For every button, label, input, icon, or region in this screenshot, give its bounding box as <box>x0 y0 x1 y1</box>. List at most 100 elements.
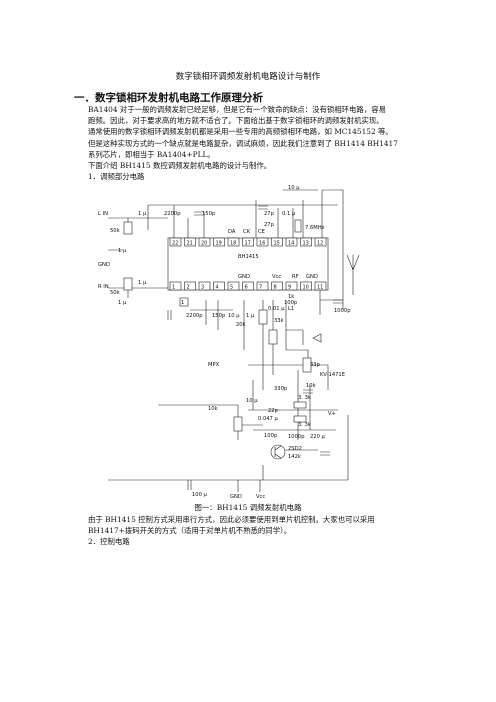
figure-caption: 图一：BH1415 调频发射机电路 <box>194 503 302 512</box>
subheading-1: 1．调频部分电路 <box>88 172 145 182</box>
pin-box <box>184 237 196 247</box>
chip-rf-label: RF <box>292 274 299 280</box>
pin-box <box>285 237 298 247</box>
c330p: 330p <box>274 386 288 392</box>
r50k-top: 50k <box>110 228 120 234</box>
pin-box <box>242 281 254 291</box>
pin-box <box>242 237 254 247</box>
c10u-c: 10 μ <box>246 398 258 404</box>
pin-box <box>271 237 283 247</box>
c150p: 150p <box>202 211 216 217</box>
para1-line: 系列芯片，即相当于 BA1404+PLL。 <box>88 149 215 159</box>
c10u-top: 10 μ <box>288 185 300 191</box>
varactor-label: KV-1471E <box>320 372 345 378</box>
c1u-c: 1 μ <box>138 280 147 286</box>
r1k: 1k <box>288 294 294 300</box>
c27p-b: 27p <box>264 222 275 228</box>
pin-box <box>300 281 312 291</box>
subheading-2: 2．控制电路 <box>88 537 130 547</box>
c1000p: 1000p <box>334 308 351 314</box>
para2-line: 下面介绍 BH1415 数控调频发射机电路的设计与制作。 <box>88 161 272 171</box>
vplus-label: V+ <box>328 411 336 417</box>
pin-box <box>271 281 283 291</box>
chip-body <box>167 237 329 291</box>
document-title: 数字锁相环调频发射机电路设计与制作 <box>175 72 321 82</box>
c1u-e: 1 μ <box>246 313 255 319</box>
c0047u: 0.047 μ <box>258 416 278 422</box>
c150p-b: 150p <box>212 313 226 319</box>
pin-number: 16 <box>259 241 265 247</box>
para1-line: 通常使用的数字锁相环调频发射机都是采用一些专用的高频锁相环电路，如 MC1451… <box>88 127 393 137</box>
box1-label: 1 <box>181 300 184 306</box>
c100p: 100p <box>284 300 298 306</box>
pin-number: 18 <box>230 241 236 247</box>
pin-box <box>213 281 225 291</box>
r33k: 33k <box>274 318 284 324</box>
para1-line: 跑频。因此，对于要求高的地方就不适合了。下面给出基于数字锁相环的调频发射机实现。 <box>88 116 384 126</box>
pin-box <box>300 237 312 247</box>
pin-number: 5 <box>230 285 233 291</box>
pin-box <box>169 237 182 247</box>
c33p: 33p <box>310 362 321 368</box>
pin-box <box>227 237 240 247</box>
l1-label: L1 <box>288 306 294 312</box>
chip-vcc-label: Vcc <box>272 274 281 280</box>
c220u: 220 μ <box>310 434 326 440</box>
c1000p-b: 1000p <box>288 434 305 440</box>
da-label: DA <box>228 229 236 235</box>
transistor-label-2: 142k <box>288 454 301 460</box>
para1-line: BA1404 对于一般的调频发射已经足够，但是它有一个致命的缺点：没有锁相环电路… <box>88 105 386 114</box>
lin-label: L IN <box>98 211 108 217</box>
pin-box <box>314 281 327 291</box>
gnd-in-label: GND <box>98 262 110 268</box>
c27p-a: 27p <box>264 211 275 217</box>
ck-label: CK <box>243 229 251 235</box>
pin-number: 9 <box>288 285 291 291</box>
pin-number: 21 <box>187 241 193 247</box>
pin-number: 14 <box>288 241 294 247</box>
para3-line: BH1417+拨码开关的方式（适用于对单片机不熟悉的同学）。 <box>88 526 292 536</box>
pin-number: 19 <box>216 241 222 247</box>
closing-paragraph: 由于 BH1415 控制方式采用串行方式，因此必须要使用到单片机控制。大家也可以… <box>88 514 426 548</box>
pin-number: 2 <box>187 285 190 291</box>
r10k-a: 10k <box>208 406 218 412</box>
r33k-c: 3. 3k <box>298 422 311 428</box>
gnd-bottom: GND <box>230 494 242 500</box>
pin-number: 4 <box>216 285 219 291</box>
c22p: 22p <box>268 408 279 414</box>
pin-box <box>169 281 182 291</box>
vcc-bottom: Vcc <box>256 494 265 500</box>
pin-number: 10 <box>303 285 309 291</box>
pin-box <box>213 237 225 247</box>
pin-number: 1 <box>172 285 175 291</box>
c10u-b: 10 μ <box>228 313 240 319</box>
r33k-b: 3. 3k <box>298 395 311 401</box>
para1-line: 但是这种实现方式的一个缺点就是电路复杂，调试麻烦，因此我们注意到了 BH1414… <box>88 138 398 148</box>
pin-number: 3 <box>201 285 204 291</box>
pin-box <box>227 281 240 291</box>
pin-number: 8 <box>274 285 277 291</box>
section-heading: 一．数字锁相环发射机电路工作原理分析 <box>74 92 263 104</box>
ce-label: CE <box>258 229 265 235</box>
xtal-label: 7.6MHz <box>305 225 325 231</box>
chip-gnd-label: GND <box>238 274 250 280</box>
pin-number: 17 <box>245 241 251 247</box>
c01u: 0.1 μ <box>282 211 296 217</box>
c100u: 100 μ <box>192 492 208 498</box>
pin-box <box>184 281 196 291</box>
pin-number: 20 <box>201 241 207 247</box>
pin-number: 13 <box>303 241 309 247</box>
transistor-label: 2SD2 <box>288 446 302 452</box>
pin-box <box>256 281 269 291</box>
mpx-label: MPX <box>208 362 220 368</box>
c100p-b: 100p <box>264 433 278 439</box>
pin-number: 15 <box>274 241 280 247</box>
pin-number: 22 <box>172 241 178 247</box>
r20k: 20k <box>236 322 246 328</box>
pin-number: 6 <box>245 285 248 291</box>
r50k-bot: 50k <box>110 290 120 296</box>
pin-number: 11 <box>317 285 323 291</box>
